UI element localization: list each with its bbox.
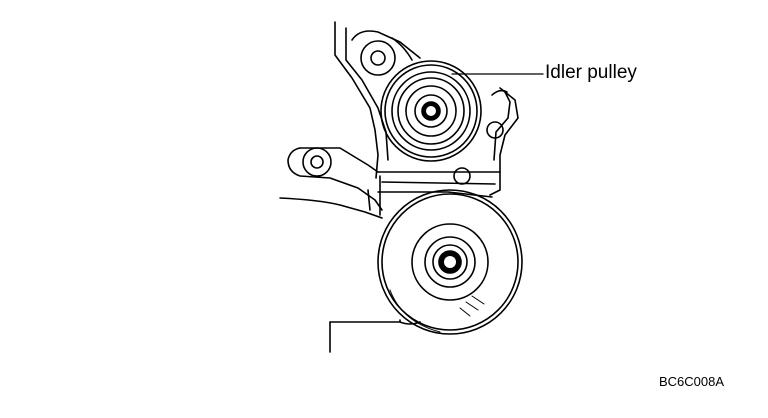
mounting-holes [302,40,504,185]
lower-pulley [377,189,523,335]
figure-code: BC6C008A [659,374,725,389]
idler-pulley [380,60,482,162]
idler-pulley-label: Idler pulley [545,62,637,83]
